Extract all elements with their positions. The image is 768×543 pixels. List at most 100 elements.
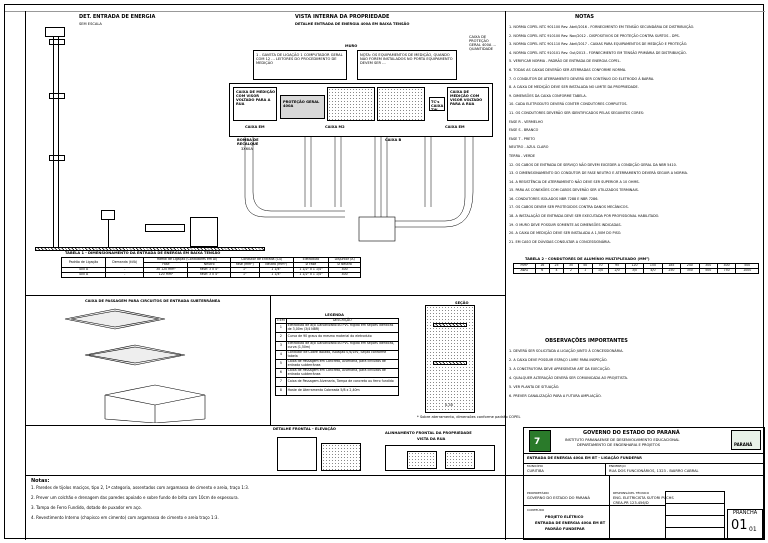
note-item: 19. O MURO DEVE POSSUIR SOMENTE AS DIMEN… bbox=[509, 222, 622, 227]
note-item: 8. A CAIXA DE MEDIÇÃO DEVE SER INSTALADA… bbox=[509, 85, 639, 90]
vista-subtitle: DETALHE ENTRADA DE ENERGIA 400A EM BAIXA… bbox=[295, 22, 410, 26]
bottom-note: 1. Paredes de tijolos maciços, tipo 2, 1… bbox=[31, 485, 250, 490]
project-title: ENTRADA DE ENERGIA 400A EM BT - LIGAÇÃO … bbox=[527, 456, 642, 460]
bottom-note: 2. Prever um colchão e drenagem das pare… bbox=[31, 495, 239, 500]
prancha-total: 01 bbox=[749, 526, 757, 533]
conteudo-2: ENTRADA DE ENERGIA 400A EM BT bbox=[535, 521, 606, 525]
table2-cell: 350 bbox=[680, 268, 700, 274]
obs-item: 3. A CONSTRUTORA DEVE APRESENTAR ART DA … bbox=[509, 367, 611, 371]
ground-line bbox=[35, 247, 265, 251]
obs-item: 2. A CAIXA DEVE POSSUIR ESPAÇO LIVRE PAR… bbox=[509, 358, 608, 362]
elevation-base bbox=[321, 443, 361, 471]
table2-cell: 6 bbox=[534, 268, 550, 274]
gov-title: GOVERNO DO ESTADO DO PARANÁ bbox=[583, 430, 680, 436]
note-item: NEUTRO - AZUL CLARO bbox=[509, 145, 549, 150]
table2-cell: 4 bbox=[548, 268, 565, 274]
note-item: 3. NORMA COPEL NTC 901110 Rev. Abril/201… bbox=[509, 42, 688, 47]
section-dim: 0,30 bbox=[445, 403, 454, 407]
prancha-box bbox=[727, 509, 763, 539]
table1-title: TABELA 1 - DIMENSIONAMENTO DA ENTRADA DE… bbox=[65, 251, 221, 255]
section-layer bbox=[433, 323, 467, 327]
ground-rod bbox=[108, 220, 109, 247]
note-item: FASE T - PRETO bbox=[509, 136, 536, 141]
t1-header: Padrão de Ligação bbox=[60, 257, 107, 268]
gov-sub1: INSTITUTO PARANAENSE DE DESENVOLVIMENTO … bbox=[565, 438, 680, 442]
caixa-m2: CAIXA M2 bbox=[325, 125, 345, 129]
t1-header: Demanda (kVA) bbox=[105, 257, 145, 268]
obs-item: 6. PREVER CANALIZAÇÃO PARA A FUTURA AMPL… bbox=[509, 394, 602, 398]
frontal-box bbox=[445, 451, 475, 469]
notes-list: 1. NORMA COPEL NTC 901100 Rev. Abril/201… bbox=[509, 23, 761, 246]
bottom-notes-title: Notas: bbox=[31, 478, 50, 484]
bomba-sub: 3X60A bbox=[241, 147, 253, 151]
table2-cell: 3/0 bbox=[624, 268, 645, 274]
note-item: 14. A RESISTÊNCIA DE ATERRAMENTO NÃO DEV… bbox=[509, 179, 640, 184]
gov-sub2: DEPARTAMENTO DE ENGENHARIA E PROJETOS bbox=[577, 443, 661, 447]
notes-divider bbox=[505, 11, 506, 540]
ground-box bbox=[101, 210, 115, 220]
note-item: FASE R - VERMELHO bbox=[509, 119, 544, 124]
note-item: 11. OS CONDUTORES DEVERÃO SER IDENTIFICA… bbox=[509, 110, 645, 115]
right-note: CAIXA DE PROTEÇÃO GERAL 400A ... QUANTID… bbox=[469, 35, 496, 52]
pole-top-detail bbox=[45, 27, 65, 37]
table2-title: TABELA 2 - CONDUTORES DE ALUMÍNIO MULTIP… bbox=[525, 257, 650, 261]
note-item: 2. NORMA COPEL NTC 910100 Rev. Nov/2012 … bbox=[509, 33, 680, 38]
table1: Padrão de Ligação Demanda (kVA) Ramal de… bbox=[60, 257, 361, 278]
bottom-right-title: ALINHAMENTO FRONTAL DA PROPRIEDADE bbox=[385, 431, 472, 435]
title-block bbox=[523, 427, 765, 540]
muro-label: MURO bbox=[345, 44, 358, 48]
note-item: 10. CADA ELETRODUTO DEVERÁ CONTER CONDUT… bbox=[509, 102, 628, 107]
entry-pole bbox=[53, 37, 54, 247]
legend-col-item: ITEM bbox=[275, 318, 287, 324]
notes-bottom-divider bbox=[25, 475, 765, 476]
label-endereco: ENDEREÇO bbox=[609, 464, 626, 468]
elevation-box bbox=[277, 437, 317, 471]
note-item: 13. O DIMENSIONAMENTO DO CONDUTOR DE FAS… bbox=[509, 171, 688, 176]
notes-title: NOTAS bbox=[575, 14, 594, 20]
entry-conduit bbox=[58, 37, 59, 247]
note-item: 5. VERIFICAR NORMA - PADRÃO DE ENTRADA D… bbox=[509, 59, 621, 64]
note-item: 18. A INSTALAÇÃO DE ENTRADA DEVE SER EXE… bbox=[509, 214, 660, 219]
note-item: 1. NORMA COPEL NTC 901100 Rev. Abril/201… bbox=[509, 25, 695, 29]
municipio: CURITIBA bbox=[527, 469, 544, 473]
table2-cell: 2 bbox=[563, 268, 579, 274]
obs-item: 5. VER PLANTA DE SITUAÇÃO. bbox=[509, 385, 560, 389]
note-item: TERRA - VERDE bbox=[509, 153, 536, 158]
note-item: FASE S - BRANCO bbox=[509, 128, 539, 133]
table2-cell: 250 bbox=[661, 268, 682, 274]
caixa-b: CAIXA B bbox=[385, 138, 402, 142]
vista-note-left: 1 - GAVETA DE LIGAÇÃO 1 COMPUTADOR GERAL… bbox=[253, 50, 347, 80]
pole-bracket bbox=[49, 155, 65, 161]
pole-bracket bbox=[49, 93, 65, 99]
vista-title: VISTA INTERNA DA PROPRIEDADE bbox=[295, 14, 390, 20]
frontal-alignment-drawing bbox=[385, 445, 495, 471]
frontal-box bbox=[407, 451, 437, 469]
label-proprietario: PROPRIETÁRIO bbox=[527, 491, 549, 495]
responsavel: ENG. ELETRICISTA SUTORI PUCHS bbox=[613, 496, 674, 500]
note-item: 15. PARA AS CONEXÕES COM CABOS DEVERÃO S… bbox=[509, 188, 639, 193]
protecao-geral: PROTEÇÃO GERAL 400A bbox=[280, 95, 325, 119]
note-item: 17. OS CABOS DEVEM SER PROTEGIDOS CONTRA… bbox=[509, 205, 629, 210]
det-scale: SEM ESCALA bbox=[79, 22, 102, 26]
bottom-note: 3. Tampa de Ferro Fundido, dotado de pux… bbox=[31, 505, 142, 510]
bottom-divider bbox=[25, 425, 505, 426]
top-ref-line bbox=[5, 11, 765, 12]
proprietario: GOVERNO DO ESTADO DO PARANÁ bbox=[527, 496, 590, 500]
table2-cell: 1000 bbox=[735, 268, 759, 274]
endereco: RUA DOS FUNCIONÁRIOS, 1323 - BAIRRO CABR… bbox=[609, 469, 699, 473]
obs-item: 1. DEVERÁ SER SOLICITADA A LIGAÇÃO JUNTO… bbox=[509, 349, 624, 353]
note-item: 12. OS CABOS DE ENTRADA DE SERVIÇO NÃO D… bbox=[509, 162, 677, 167]
fundepar-logo: 7 bbox=[529, 430, 551, 452]
bottom-right-subtitle: VISTA DA RUA bbox=[417, 437, 446, 441]
note-item: 16. CONDUTORES ISOLADOS NBR 7288 E NBR 7… bbox=[509, 196, 599, 201]
obs-title: OBSERVAÇÕES IMPORTANTES bbox=[545, 338, 628, 344]
obs-list: 1. DEVERÁ SER SOLICITADA A LIGAÇÃO JUNTO… bbox=[509, 347, 761, 401]
table2-cell: 750 bbox=[716, 268, 737, 274]
caixa-medicao-left: CAIXA DE MEDIÇÃO COM VISOR VOLTADO PARA … bbox=[233, 87, 277, 121]
